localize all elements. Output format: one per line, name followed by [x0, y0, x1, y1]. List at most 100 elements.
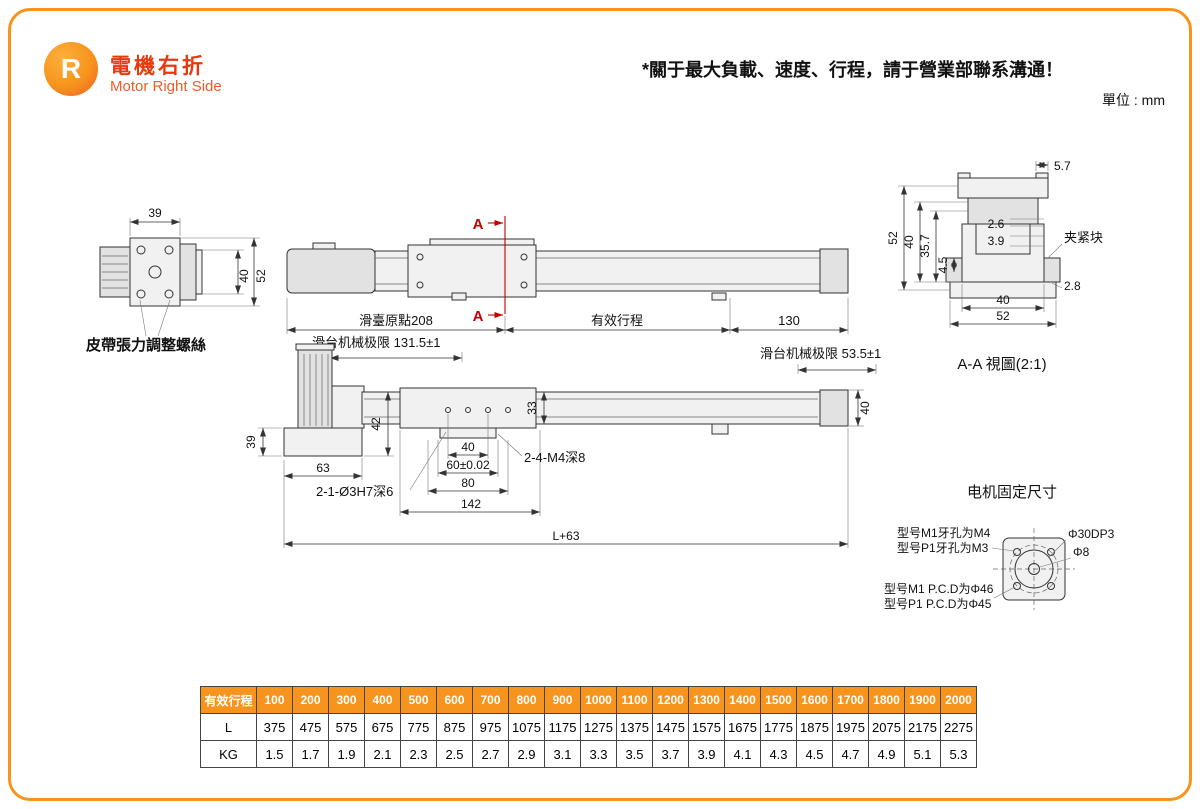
mount-hole-icon	[1013, 548, 1021, 556]
belt-tension-label: 皮帶張力調整螺絲	[86, 336, 206, 354]
value-cell: 675	[364, 713, 401, 741]
motor-end-view: 39 40 52 皮帶張力調整螺絲	[86, 206, 268, 354]
value-cell: 2.5	[436, 740, 473, 768]
section-label-a-bottom: A	[473, 308, 484, 325]
value-cell: 3.1	[544, 740, 581, 768]
value-cell: 1775	[760, 713, 797, 741]
value-cell: 1.5	[256, 740, 293, 768]
mount-hole-icon	[1013, 582, 1021, 590]
stroke-col-header: 400	[364, 686, 401, 714]
stroke-col-header: 600	[436, 686, 473, 714]
value-cell: 3.3	[580, 740, 617, 768]
dim-front-33: 33	[525, 401, 539, 415]
value-cell: 1675	[724, 713, 761, 741]
value-cell: 375	[256, 713, 293, 741]
header-note: *關于最大負載、速度、行程，請于營業部聯系溝通！	[642, 60, 1064, 80]
stroke-col-header: 1300	[688, 686, 725, 714]
dim-section-40-left: 40	[902, 235, 916, 249]
value-cell: 1475	[652, 713, 689, 741]
dim-section-3-9: 3.9	[988, 234, 1005, 248]
value-cell: 3.7	[652, 740, 689, 768]
stroke-col-header: 1800	[868, 686, 905, 714]
value-cell: 2.3	[400, 740, 437, 768]
stroke-col-header: 1400	[724, 686, 761, 714]
dim-section-52-bottom: 52	[996, 309, 1010, 323]
section-view: 52 40 35.7 5.7 2.6 3.9 4.5 夹紧块 2.8	[886, 159, 1103, 373]
value-cell: 875	[436, 713, 473, 741]
motor-mount-title: 电机固定尺寸	[967, 484, 1057, 501]
value-cell: 1575	[688, 713, 725, 741]
value-cell: 1875	[796, 713, 833, 741]
value-cell: 2175	[904, 713, 941, 741]
stroke-col-header: 1200	[652, 686, 689, 714]
value-cell: 5.3	[940, 740, 977, 768]
value-cell: 2.9	[508, 740, 545, 768]
dim-section-2-6: 2.6	[988, 217, 1005, 231]
value-cell: 4.7	[832, 740, 869, 768]
dim-130: 130	[778, 313, 800, 328]
screw-icon	[164, 289, 174, 299]
value-cell: 775	[400, 713, 437, 741]
stroke-col-header: 700	[472, 686, 509, 714]
mount-hole-icon	[1047, 582, 1055, 590]
label-m1-tap: 型号M1牙孔为M4	[897, 526, 991, 540]
stroke-col-header: 1100	[616, 686, 653, 714]
label-shaft-diameter: Φ8	[1073, 545, 1090, 559]
dim-endview-40: 40	[237, 269, 251, 283]
clamp-block	[1043, 257, 1061, 283]
value-cell: 4.5	[796, 740, 833, 768]
dim-section-2-8: 2.8	[1064, 279, 1081, 293]
dim-section-4-5: 4.5	[936, 256, 950, 273]
dim-limit-right: 滑台机械极限 53.5±1	[760, 346, 881, 361]
value-cell: 4.9	[868, 740, 905, 768]
page-title-zh: 電機右折	[110, 55, 206, 78]
dim-effective-stroke: 有效行程	[591, 313, 643, 328]
section-view-title: A-A 視圖(2:1)	[957, 356, 1046, 373]
label-p1-pcd: 型号P1 P.C.D为Φ45	[884, 597, 992, 611]
dim-front-80: 80	[461, 476, 475, 490]
label-pilot-diameter: Φ30DP3	[1068, 527, 1115, 541]
dim-tap-callout: 2-4-M4深8	[524, 450, 585, 465]
dim-front-63: 63	[316, 461, 330, 475]
stroke-col-header: 900	[544, 686, 581, 714]
screw-icon	[136, 245, 146, 255]
screw-icon	[136, 289, 146, 299]
plan-dimensions: 滑臺原點208 有效行程 130 滑台机械极限 131.5±1 滑台机械极限 5…	[286, 298, 881, 374]
row-label: KG	[200, 740, 257, 768]
value-cell: 4.1	[724, 740, 761, 768]
value-cell: 2.7	[472, 740, 509, 768]
dim-section-35-7: 35.7	[918, 234, 932, 258]
value-cell: 4.3	[760, 740, 797, 768]
dim-front-40-right: 40	[858, 401, 872, 415]
dim-front-40: 40	[461, 440, 475, 454]
dim-section-52-left: 52	[886, 231, 900, 245]
model-badge-letter: R	[60, 53, 82, 84]
value-cell: 2.1	[364, 740, 401, 768]
label-m1-pcd: 型号M1 P.C.D为Φ46	[884, 582, 994, 596]
label-p1-tap: 型号P1牙孔为M3	[897, 541, 989, 555]
value-cell: 1975	[832, 713, 869, 741]
front-dimensions: 39 42 63 2-1-Ø3H7深6 40 60±0.02 80	[244, 389, 872, 548]
stroke-col-header: 200	[292, 686, 329, 714]
stroke-col-header: 1900	[904, 686, 941, 714]
dim-overall-length: L+63	[552, 529, 579, 543]
dim-front-142: 142	[461, 497, 481, 511]
sensor-tab	[711, 292, 727, 301]
motor-mount-view: 电机固定尺寸 型号M1牙孔为M4 型号P1牙孔为M3 Φ30DP3 Φ8 型号M…	[884, 484, 1115, 611]
section-label-a-top: A	[473, 216, 484, 233]
front-view	[283, 343, 849, 457]
screw-icon	[164, 245, 174, 255]
page-title-en: Motor Right Side	[110, 78, 222, 95]
model-badge: R	[44, 42, 98, 96]
sensor-tab	[451, 292, 467, 301]
value-cell: 1175	[544, 713, 581, 741]
stroke-col-header: 300	[328, 686, 365, 714]
stroke-col-header: 100	[256, 686, 293, 714]
unit-label: 單位 : mm	[1102, 92, 1165, 108]
value-cell: 3.5	[616, 740, 653, 768]
value-cell: 2075	[868, 713, 905, 741]
